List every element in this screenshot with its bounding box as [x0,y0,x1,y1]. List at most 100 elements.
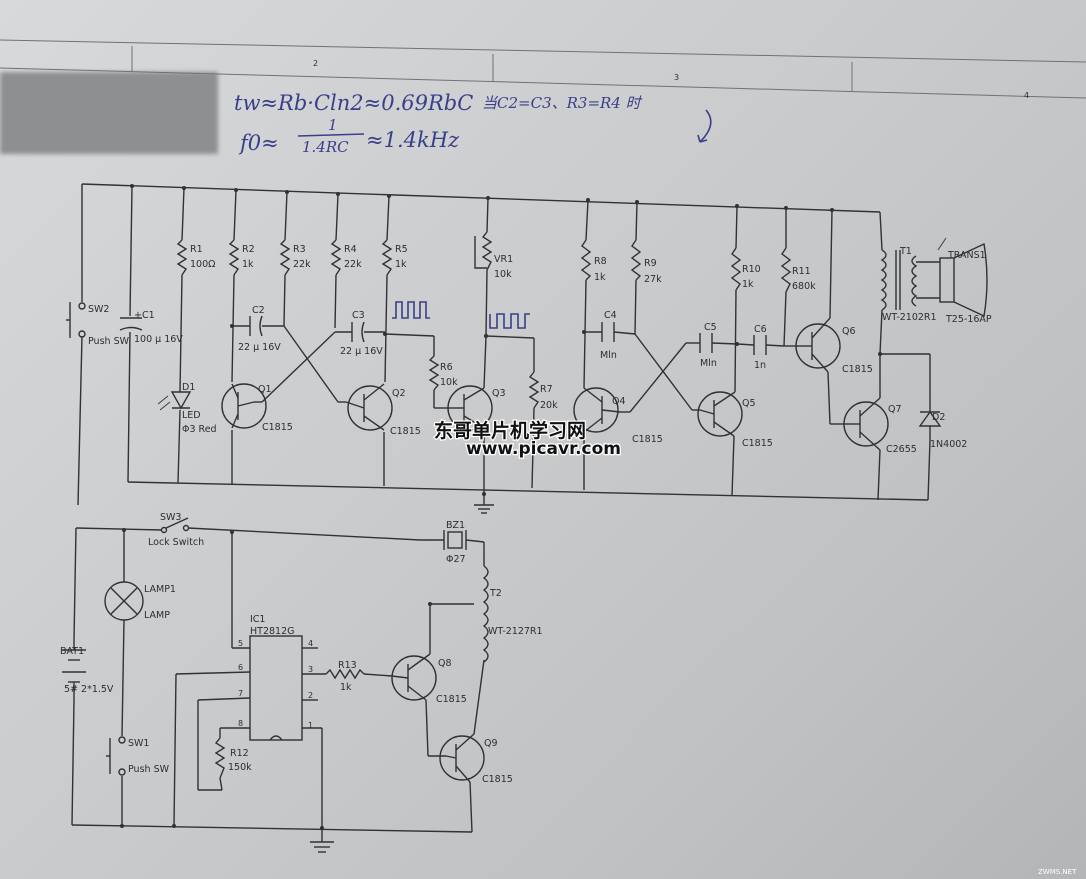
value-bz1: Φ27 [446,554,466,565]
upper-circuit [77,183,940,514]
bz1-buzzer [443,530,467,550]
value-r13: 1k [340,682,352,693]
ic1-chip [249,635,303,741]
upper-transistors [221,317,889,451]
label-q3: Q3 [492,388,506,399]
value-r9: 27k [644,274,662,285]
label-c3: C3 [352,310,365,321]
zone-label-3: 3 [674,73,679,82]
value-bat1: 5# 2*1.5V [64,684,114,695]
label-q9: Q9 [484,738,498,749]
label-r8: R8 [594,256,607,267]
label-d1: D1 [182,382,195,393]
value-t1: WT-2102R1 [882,312,937,323]
value-sw2: Push SW [88,336,130,347]
label-r6: R6 [440,362,453,373]
zone-label-2: 2 [313,59,318,68]
formula-line-2-rhs: ≈1.4kHz [366,128,460,152]
watermark: 东哥单片机学习网 www.picavr.com [433,418,623,461]
label-q1: Q1 [258,384,272,395]
label-sw3: SW3 [160,512,181,523]
lower-transistors [391,653,485,783]
label-r13: R13 [338,660,357,671]
ic1-pin-6: 6 [238,663,243,672]
label-r5: R5 [395,244,408,255]
label-c5: C5 [704,322,717,333]
watermark-chinese: 东哥单片机学习网 [434,419,586,442]
value-t2: WT-2127R1 [488,626,543,637]
label-c6: C6 [754,324,767,335]
formula-line-1: tw≈Rb·Cln2≈0.69RbC [234,91,473,115]
t2-transformer [482,565,489,663]
upper-resistors [176,231,792,409]
value-r7: 20k [540,400,558,411]
sw3-lock-switch [160,517,190,534]
value-vr1: 10k [494,269,512,280]
value-c2: 22 μ 16V [238,342,281,353]
value-lamp1: LAMP [144,610,170,621]
label-q5: Q5 [742,398,756,409]
lamp1 [104,581,144,621]
label-r10: R10 [742,264,761,275]
lower-resistors [214,668,365,779]
label-r11: R11 [792,266,811,277]
value-r8: 1k [594,272,606,283]
value-q4: C1815 [632,434,663,445]
formula-condition: 当C2=C3、R3=R4 时 [482,94,643,112]
t1-transformer [880,249,918,311]
zone-label-4: 4 [1024,91,1029,100]
value-r10: 1k [742,279,754,290]
value-q8: C1815 [436,694,467,705]
label-trans1: TRANS1 [947,250,986,261]
label-r3: R3 [293,244,306,255]
ic1-pin-3: 3 [308,665,313,674]
label-r9: R9 [644,258,657,269]
label-r7: R7 [540,384,553,395]
value-r1: 100Ω [190,259,215,270]
label-r1: R1 [190,244,203,255]
value-q7: C2655 [886,444,917,455]
label-ic1: IC1 [250,614,265,625]
label-sw2: SW2 [88,304,109,315]
value-c3: 22 μ 16V [340,346,383,357]
value-sw1: Push SW [128,764,170,775]
ic1-pin-8: 8 [238,719,243,728]
formula-line-2-denominator: 1.4RC [302,138,349,156]
bat1-battery [62,640,86,700]
label-q7: Q7 [888,404,902,415]
value-r2: 1k [242,259,254,270]
value-q5: C1815 [742,438,773,449]
value-r4: 22k [344,259,362,270]
label-t1: T1 [899,246,912,257]
label-q2: Q2 [392,388,406,399]
waveform-annotations [392,301,530,329]
label-sw1: SW1 [128,738,149,749]
label-q6: Q6 [842,326,856,337]
d2-diode [918,410,942,440]
label-bat1: BAT1 [60,646,84,657]
redacted-title-block [0,72,218,154]
label-d2: D2 [932,412,945,423]
label-lamp1: LAMP1 [144,584,176,595]
note-d1: Φ3 Red [182,424,217,435]
upper-capacitors [119,315,767,355]
label-q4: Q4 [612,396,626,407]
value-r3: 22k [293,259,311,270]
value-sw3: Lock Switch [148,537,204,548]
formula-line-2-lhs: f0≈ [238,131,279,155]
label-q8: Q8 [438,658,452,669]
value-trans1: T25-16AP [945,314,992,325]
watermark-url: www.picavr.com [466,439,621,459]
label-r12: R12 [230,748,249,759]
drawing-frame: 2 3 4 [0,39,1086,100]
label-bz1: BZ1 [446,520,465,531]
label-t2: T2 [489,588,502,599]
ic1-pin-2: 2 [308,691,313,700]
value-c5: Mln [700,358,717,369]
value-r5: 1k [395,259,407,270]
sw2-push-switch [66,302,86,338]
value-q9: C1815 [482,774,513,785]
ic1-pin-7: 7 [238,689,243,698]
value-c1: 100 μ 16V [134,334,183,345]
